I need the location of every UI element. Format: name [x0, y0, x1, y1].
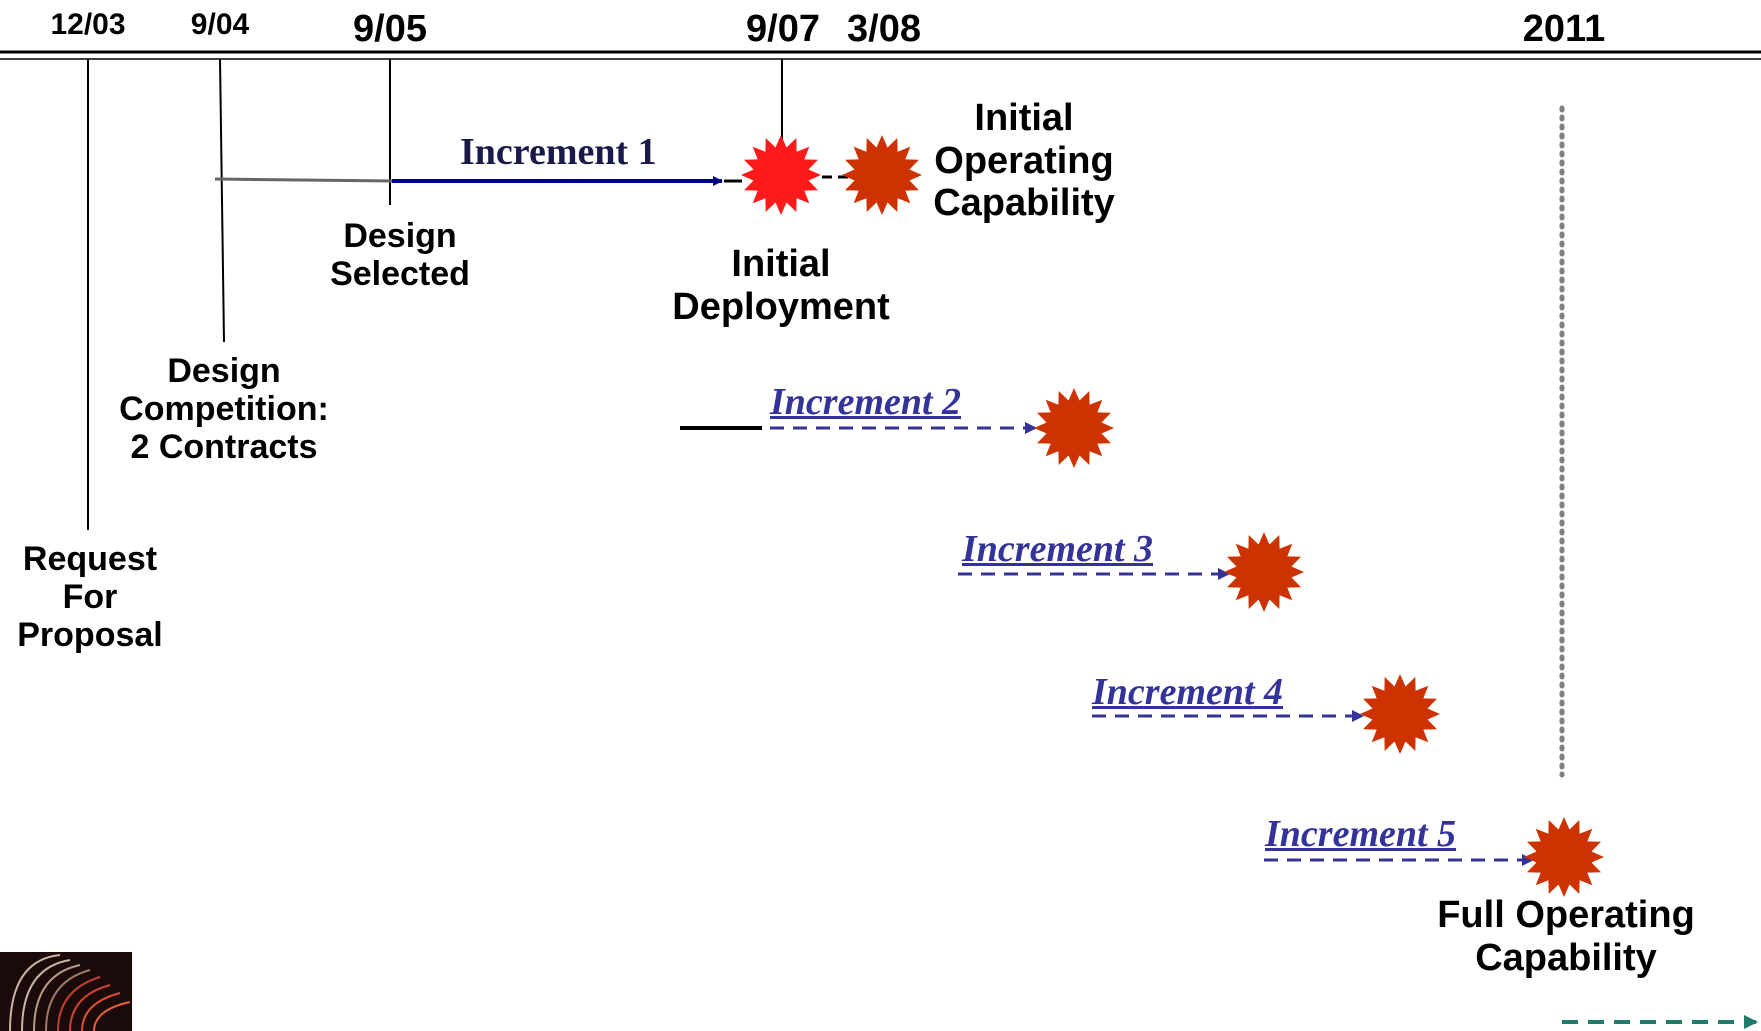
date-label-3-08: 3/08 — [847, 8, 921, 50]
date-label-9-07: 9/07 — [746, 8, 820, 50]
starburst-icon-increment-3 — [1224, 532, 1304, 612]
starburst-icon-initial-deployment — [741, 135, 821, 215]
increment-2-label: Increment 2 — [770, 381, 962, 423]
milestone-design-selected: Design Selected — [330, 217, 470, 294]
date-label-9-05: 9/05 — [353, 8, 427, 50]
date-label-2011: 2011 — [1522, 8, 1606, 50]
starburst-icon-full-operating-capability — [1524, 817, 1604, 897]
increment-3-label: Increment 3 — [962, 528, 1154, 570]
increment-4-label: Increment 4 — [1092, 671, 1284, 713]
corner-logo-icon — [0, 952, 132, 1031]
design-competition-line — [214, 177, 393, 183]
milestone-initial-deployment: Initial Deployment — [672, 243, 890, 328]
increment-1-label: Increment 1 — [460, 131, 657, 173]
milestone-full-operating-capability: Full Operating Capability — [1437, 894, 1695, 979]
milestone-request-for-proposal: Request For Proposal — [17, 540, 163, 655]
date-label-12-03: 12/03 — [50, 8, 126, 41]
starburst-icon-initial-operating-capability — [842, 135, 922, 215]
starburst-icon-increment-2 — [1034, 388, 1114, 468]
increment-5-label: Increment 5 — [1265, 813, 1457, 855]
milestone-design-competition: Design Competition: 2 Contracts — [119, 352, 329, 467]
date-label-9-04: 9/04 — [190, 8, 250, 41]
tick-line-9-04 — [219, 58, 225, 343]
starburst-icon-increment-4 — [1360, 674, 1440, 754]
milestone-initial-operating-capability: Initial Operating Capability — [933, 97, 1115, 225]
